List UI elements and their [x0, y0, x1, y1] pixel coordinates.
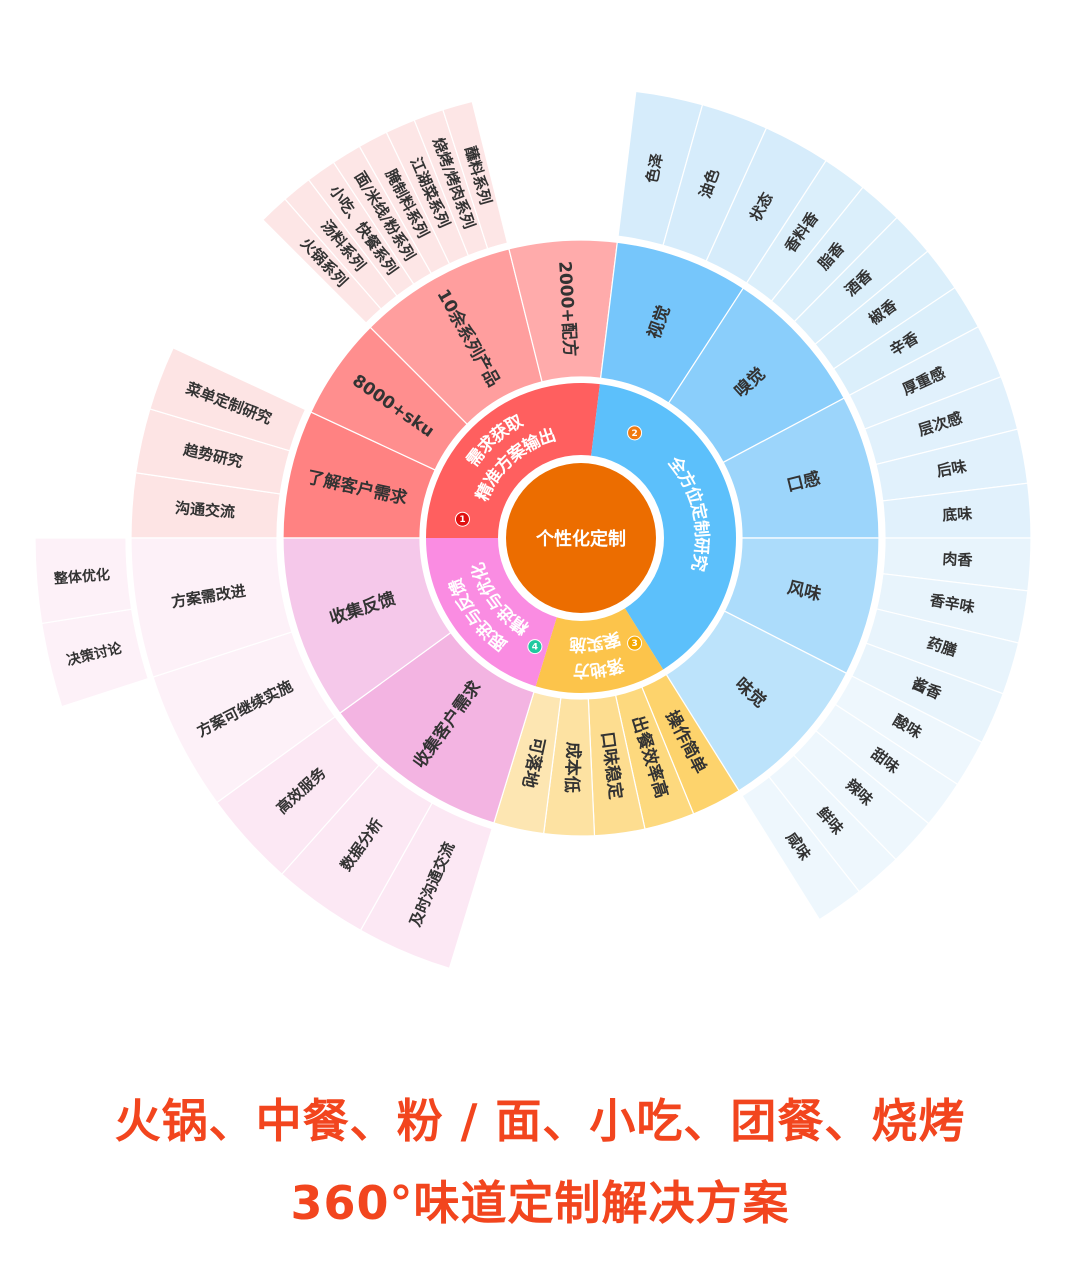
label-children-1-children-2-children-3: 底味	[942, 505, 973, 525]
label-children-3-children-1-children-1-children-1: 整体优化	[52, 566, 110, 587]
segment-children-3-children-1-children-1[interactable]	[130, 537, 293, 678]
caption-solution: 360°味道定制解决方案	[290, 1176, 790, 1230]
caption-cuisines: 火锅、中餐、粉 / 面、小吃、团餐、烧烤	[114, 1094, 966, 1148]
svg-text:3: 3	[631, 639, 637, 649]
segment-children-0[interactable]	[426, 382, 600, 538]
segment-children-1-children-4-children-4[interactable]	[741, 776, 861, 921]
label-children-0-children-0-children-0: 沟通交流	[174, 499, 235, 521]
center-gap-ring	[498, 455, 664, 621]
label-children-1-children-0-children-0: 色泽	[643, 152, 667, 185]
svg-text:4: 4	[532, 643, 538, 653]
center-circle	[506, 463, 656, 613]
segment-children-3-children-1[interactable]	[282, 537, 452, 714]
segment-children-0-children-2-children-7[interactable]	[442, 100, 509, 250]
label-children-1-children-3-children-0: 肉香	[942, 550, 973, 570]
segment-children-3[interactable]	[426, 538, 558, 687]
svg-text:2: 2	[631, 429, 637, 439]
label-children-2-children-3: 成本低	[561, 741, 584, 793]
step-badge-4: 4	[527, 639, 543, 655]
step-badge-2: 2	[627, 425, 643, 441]
label-children-1-children-2-children-2: 后味	[935, 457, 968, 480]
segment-children-3-children-1-children-1-children-1[interactable]	[34, 537, 133, 625]
segment-children-0-children-0-children-2[interactable]	[149, 347, 307, 452]
svg-text:1: 1	[459, 515, 465, 525]
segment-children-2[interactable]	[535, 607, 664, 694]
center-label: 个性化定制	[535, 528, 626, 550]
step-badge-1: 1	[454, 511, 470, 527]
segment-children-1[interactable]	[590, 384, 737, 670]
step-badge-3: 3	[627, 635, 643, 651]
